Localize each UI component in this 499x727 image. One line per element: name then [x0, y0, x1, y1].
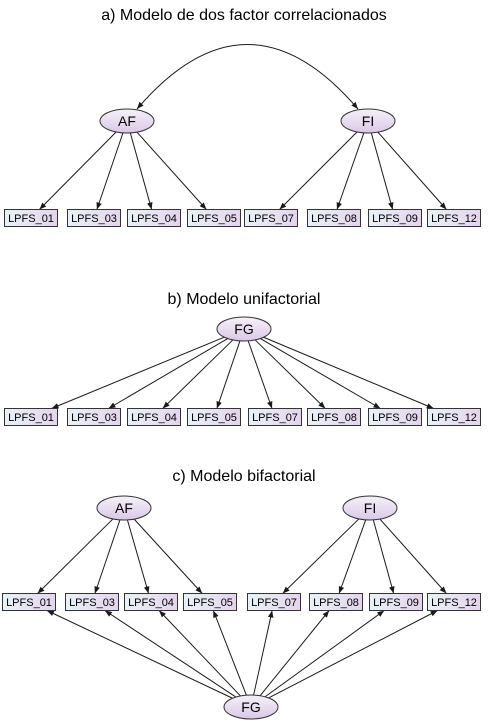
edges-layer [37, 44, 447, 699]
loading-arrow-a-FI-9 [370, 132, 394, 210]
loading-arrow-c-AF-3 [94, 519, 121, 594]
loading-arrow-c-FG-5 [212, 610, 247, 696]
loading-arrow-c-FI-12 [379, 518, 447, 594]
item-label-c-4: LPFS_04 [128, 597, 174, 609]
panel-a-title: a) Modelo de dos factor correlacionados [101, 7, 387, 24]
item-box-b-4 [127, 408, 181, 426]
loading-arrow-c-FG-3 [104, 610, 237, 698]
item-label-b-7: LPFS_07 [252, 412, 298, 424]
item-label-a-12: LPFS_12 [431, 213, 477, 225]
item-box-c-1 [2, 593, 56, 611]
latent-label-c-FG: FG [241, 699, 260, 715]
loading-arrow-c-FG-8 [259, 610, 330, 697]
item-box-a-8 [307, 209, 361, 227]
loading-arrow-b-FG-8 [254, 339, 326, 409]
item-box-b-3 [67, 408, 121, 426]
loading-arrow-a-FI-7 [279, 131, 358, 210]
item-box-c-4 [124, 593, 178, 611]
loading-arrow-b-FG-9 [260, 338, 381, 409]
item-box-a-3 [67, 209, 121, 227]
correlation-arrow-a-AF-FI [136, 44, 359, 110]
item-box-b-5 [187, 408, 241, 426]
item-label-a-4: LPFS_04 [131, 213, 177, 225]
latent-label-c-AF: AF [115, 500, 133, 516]
item-box-a-12 [427, 209, 481, 227]
loading-arrow-c-FI-8 [338, 519, 367, 594]
item-box-b-12 [427, 408, 481, 426]
item-label-c-3: LPFS_03 [69, 597, 115, 609]
item-box-c-12 [427, 593, 481, 611]
loading-arrow-c-AF-1 [37, 518, 114, 594]
loading-arrow-a-FI-8 [336, 132, 365, 210]
loading-arrow-c-AF-4 [126, 519, 150, 594]
item-label-b-9: LPFS_09 [372, 412, 418, 424]
loading-arrow-c-FG-4 [158, 610, 241, 697]
latent-node-c-FG [223, 694, 279, 720]
item-label-c-8: LPFS_08 [313, 597, 359, 609]
item-label-b-5: LPFS_05 [191, 412, 237, 424]
item-label-b-3: LPFS_03 [71, 412, 117, 424]
item-label-c-5: LPFS_05 [187, 597, 233, 609]
panel-b-title: b) Modelo unifactorial [168, 291, 321, 308]
item-label-a-7: LPFS_07 [248, 213, 294, 225]
item-label-a-9: LPFS_09 [372, 213, 418, 225]
item-label-c-9: LPFS_09 [373, 597, 419, 609]
item-label-b-8: LPFS_08 [311, 412, 357, 424]
loading-arrow-c-FG-7 [253, 610, 274, 696]
latent-node-a-FI [340, 108, 396, 134]
item-label-b-12: LPFS_12 [431, 412, 477, 424]
item-label-a-8: LPFS_08 [311, 213, 357, 225]
item-box-b-8 [307, 408, 361, 426]
loading-arrow-a-AF-3 [96, 132, 124, 210]
loading-arrow-b-FG-5 [216, 340, 241, 409]
item-box-b-7 [248, 408, 302, 426]
loading-arrow-a-AF-1 [39, 131, 117, 210]
loading-arrow-c-FI-7 [282, 518, 360, 594]
item-label-c-7: LPFS_07 [251, 597, 297, 609]
item-box-c-8 [309, 593, 363, 611]
loading-arrow-b-FG-7 [247, 340, 273, 409]
latent-label-a-FI: FI [362, 113, 374, 129]
latent-label-b-FG: FG [234, 321, 253, 337]
item-box-c-7 [247, 593, 301, 611]
item-box-b-1 [4, 408, 58, 426]
item-box-a-4 [127, 209, 181, 227]
item-box-a-7 [244, 209, 298, 227]
item-box-c-9 [369, 593, 423, 611]
loading-arrow-c-FG-12 [268, 610, 438, 699]
loading-arrow-c-AF-5 [133, 518, 203, 594]
loading-arrow-b-FG-4 [162, 339, 234, 409]
item-box-a-9 [368, 209, 422, 227]
loading-arrow-a-AF-4 [129, 132, 153, 210]
loading-arrow-b-FG-3 [108, 338, 228, 409]
item-box-c-3 [65, 593, 119, 611]
item-label-c-12: LPFS_12 [431, 597, 477, 609]
item-label-a-3: LPFS_03 [71, 213, 117, 225]
item-label-a-5: LPFS_05 [191, 213, 237, 225]
latent-label-a-AF: AF [118, 113, 136, 129]
loading-arrow-c-FG-1 [46, 610, 233, 699]
latent-label-c-FI: FI [364, 500, 376, 516]
latent-node-c-FI [342, 495, 398, 521]
latent-node-a-AF [99, 108, 155, 134]
loading-arrow-a-FI-12 [377, 131, 447, 210]
item-label-c-1: LPFS_01 [6, 597, 52, 609]
item-label-a-1: LPFS_01 [8, 213, 54, 225]
loading-arrow-b-FG-1 [51, 336, 225, 409]
latent-node-b-FG [216, 316, 272, 342]
item-box-a-1 [4, 209, 58, 227]
loading-arrow-c-FI-9 [372, 519, 395, 594]
loading-arrow-a-AF-5 [136, 131, 207, 210]
panel-c-title: c) Modelo bifactorial [172, 468, 315, 485]
latent-node-c-AF [96, 495, 152, 521]
item-label-b-4: LPFS_04 [131, 412, 177, 424]
loading-arrow-c-FG-9 [264, 610, 385, 698]
item-box-c-5 [183, 593, 237, 611]
item-box-a-5 [187, 209, 241, 227]
item-box-b-9 [368, 408, 422, 426]
loading-arrow-b-FG-12 [263, 336, 434, 409]
item-label-b-1: LPFS_01 [8, 412, 54, 424]
